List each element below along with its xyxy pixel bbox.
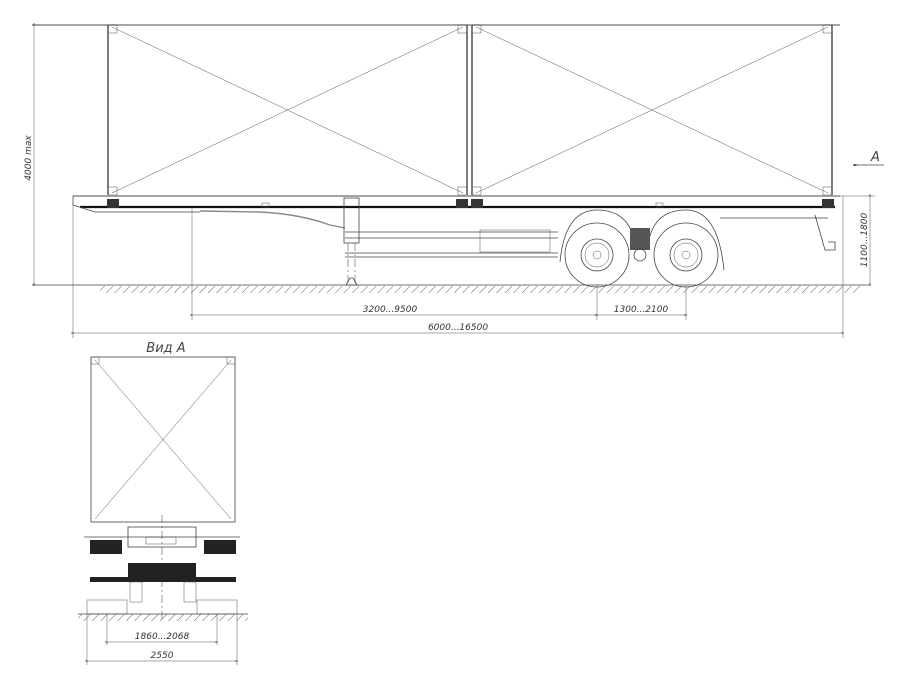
trailer-frame — [72, 195, 840, 286]
rear-ground-hatch — [78, 614, 248, 621]
track-label: 1860...2068 — [135, 632, 190, 642]
overall-length-label: 6000...16500 — [428, 323, 488, 333]
kingpin-label: 3200...9500 — [363, 305, 418, 315]
width-label: 2550 — [151, 651, 174, 661]
height-label: 4000 max — [24, 135, 34, 181]
side-view: 4000 max 1100...1800 3200...9500 1300...… — [24, 23, 884, 338]
dimension-kingpin: 3200...9500 1300...2100 — [190, 208, 688, 320]
view-arrow-a: A — [853, 150, 884, 167]
container-rear — [471, 24, 833, 196]
ground-hatch — [100, 286, 860, 293]
rear-view-title: Вид А — [146, 341, 185, 356]
dimension-overall-length: 6000...16500 — [71, 196, 845, 338]
dimension-deck-height: 1100...1800 — [840, 194, 875, 287]
axle-spacing-label: 1300...2100 — [614, 305, 669, 315]
view-marker-label: A — [870, 150, 880, 165]
wheel-rear — [647, 209, 725, 288]
container-front — [32, 24, 840, 196]
dimension-height: 4000 max — [24, 23, 35, 287]
wheel-front — [559, 209, 636, 288]
rear-view: Вид А 1860...2068 2550 — [78, 341, 248, 665]
deck-height-label: 1100...1800 — [860, 213, 870, 268]
